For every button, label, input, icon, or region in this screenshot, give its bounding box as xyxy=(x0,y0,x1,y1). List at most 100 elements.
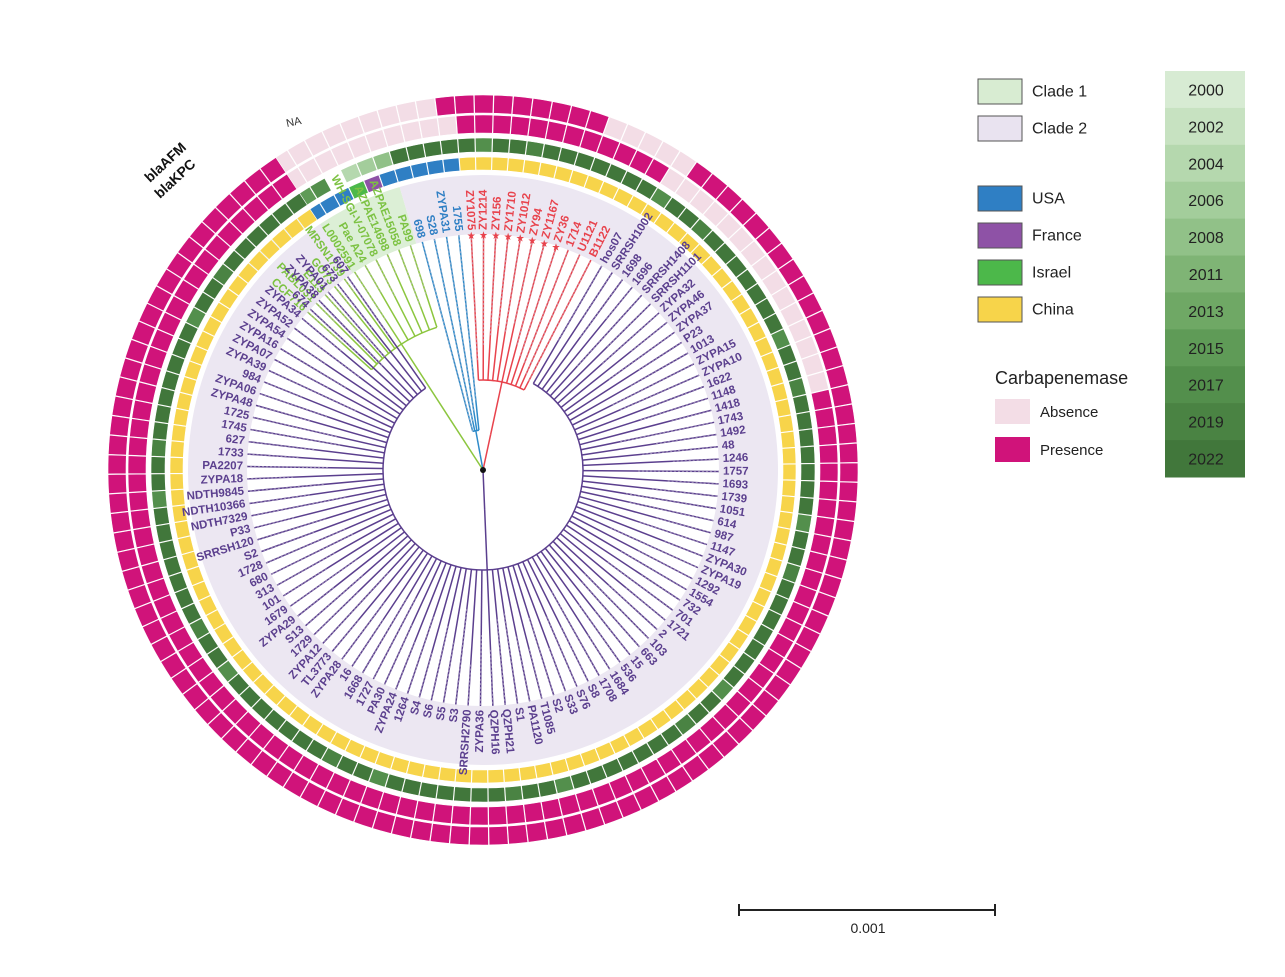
tree-branch xyxy=(375,259,416,337)
year-ring-cell xyxy=(777,344,797,366)
kpc-ring-cell xyxy=(127,473,147,493)
year-ring-cell xyxy=(714,242,737,265)
afm-ring-cell xyxy=(170,668,198,695)
kpc-ring-cell xyxy=(785,601,811,626)
leaf-label: 987 xyxy=(713,528,735,545)
kpc-ring-cell xyxy=(256,184,283,211)
leaf-guide xyxy=(261,531,315,552)
afm-ring-cell xyxy=(376,104,401,128)
leaf-label: 1051 xyxy=(719,503,747,519)
leaf-guide xyxy=(384,624,413,685)
country-ring-cell xyxy=(568,169,589,188)
year-ring-cell xyxy=(151,490,168,509)
afm-ring-cell xyxy=(795,626,821,652)
leaf-guide xyxy=(528,259,592,382)
afm-ring-cell xyxy=(729,198,757,226)
year-ring-cell xyxy=(150,438,167,457)
kpc-ring-cell xyxy=(737,677,764,703)
year-ring-cell xyxy=(193,291,215,314)
year-ring-cell xyxy=(783,360,803,382)
year-ring-cell xyxy=(743,638,765,661)
country-ring-cell xyxy=(283,218,305,239)
year-ring-cell xyxy=(271,202,295,225)
kpc-ring-cell xyxy=(725,690,752,717)
year-ring-cell xyxy=(541,143,562,162)
year-ring-cell xyxy=(537,779,558,798)
leaf-guide xyxy=(581,272,613,320)
afm-ring-cell xyxy=(229,180,257,208)
leaf-label: 614 xyxy=(716,516,738,532)
afm-ring-cell xyxy=(686,161,713,188)
tree-branch xyxy=(307,311,373,371)
country-ring-cell xyxy=(175,392,193,411)
year-ring-cell xyxy=(733,652,756,675)
leaf-guide xyxy=(626,493,716,509)
leaf-label: ZY1075 xyxy=(463,190,477,231)
year-scale-label: 2008 xyxy=(1188,230,1224,247)
leaf-label: S28 xyxy=(423,214,439,237)
afm-ring-cell xyxy=(194,698,222,725)
year-ring-cell xyxy=(158,539,178,560)
kpc-ring-cell xyxy=(128,491,149,512)
leaf-guide xyxy=(290,559,357,607)
country-ring-cell xyxy=(507,157,525,173)
year-ring-cell xyxy=(150,456,166,474)
year-ring-cell xyxy=(423,140,443,158)
leaf-label: ZY1710 xyxy=(503,191,519,232)
country-ring-cell xyxy=(189,345,208,366)
country-ring-cell xyxy=(213,623,234,645)
afm-ring-cell xyxy=(287,140,314,166)
year-ring-cell xyxy=(239,685,262,709)
afm-ring-cell xyxy=(109,415,131,437)
leaf-label: 1755 xyxy=(450,205,465,232)
afm-ring-cell xyxy=(797,292,823,319)
year-ring-cell xyxy=(324,169,347,191)
tree-branch xyxy=(566,524,681,601)
kpc-ring-cell xyxy=(540,798,563,820)
leaf-label: QZPH16 xyxy=(487,710,501,755)
afm-ring-cell xyxy=(742,212,770,240)
leaf-guide xyxy=(467,664,471,706)
year-ring-cell xyxy=(152,506,170,526)
year-scale-label: 2002 xyxy=(1188,119,1224,136)
afm-ring-cell xyxy=(775,658,802,686)
year-ring-cell xyxy=(589,157,612,177)
leaf-label: P33 xyxy=(229,523,252,540)
kpc-ring-cell xyxy=(596,135,621,160)
kpc-ring-cell xyxy=(326,772,351,797)
kpc-ring-cell xyxy=(129,418,150,439)
kpc-ring-cell xyxy=(505,804,526,825)
afm-ring-cell xyxy=(113,529,135,553)
country-ring-cell xyxy=(205,609,226,631)
kpc-ring-cell xyxy=(608,775,633,800)
year-ring-cell xyxy=(277,719,300,742)
leaf-guide xyxy=(247,453,299,458)
star-icon: ★ xyxy=(528,236,537,247)
country-ring-cell xyxy=(609,734,630,755)
year-scale-label: 2015 xyxy=(1188,341,1224,358)
country-ring-cell xyxy=(374,751,395,770)
year-ring-cell xyxy=(352,762,374,782)
afm-ring-cell xyxy=(620,123,646,149)
year-scale-label: 2019 xyxy=(1188,415,1224,432)
kpc-ring-cell xyxy=(164,295,190,321)
year-ring-cell xyxy=(401,778,422,797)
kpc-ring-cell xyxy=(455,114,475,135)
afm-ring-cell xyxy=(372,810,396,834)
leaf-guide xyxy=(271,533,354,575)
leaf-label: PA2207 xyxy=(202,460,243,473)
kpc-ring-cell xyxy=(814,407,836,429)
afm-ring-cell xyxy=(544,817,567,840)
afm-ring-cell xyxy=(833,518,855,541)
kpc-ring-cell xyxy=(132,526,155,548)
kpc-ring-cell xyxy=(313,149,339,174)
year-ring-cell xyxy=(754,297,776,320)
tree-root xyxy=(480,467,486,473)
country-ring-cell xyxy=(766,367,784,387)
country-ring-cell xyxy=(237,262,259,284)
country-ring-cell xyxy=(675,689,697,711)
afm-ring-cell xyxy=(116,548,140,572)
country-ring-cell xyxy=(319,194,341,215)
afm-ring-cell xyxy=(215,193,242,221)
kpc-ring-cell xyxy=(612,142,638,167)
